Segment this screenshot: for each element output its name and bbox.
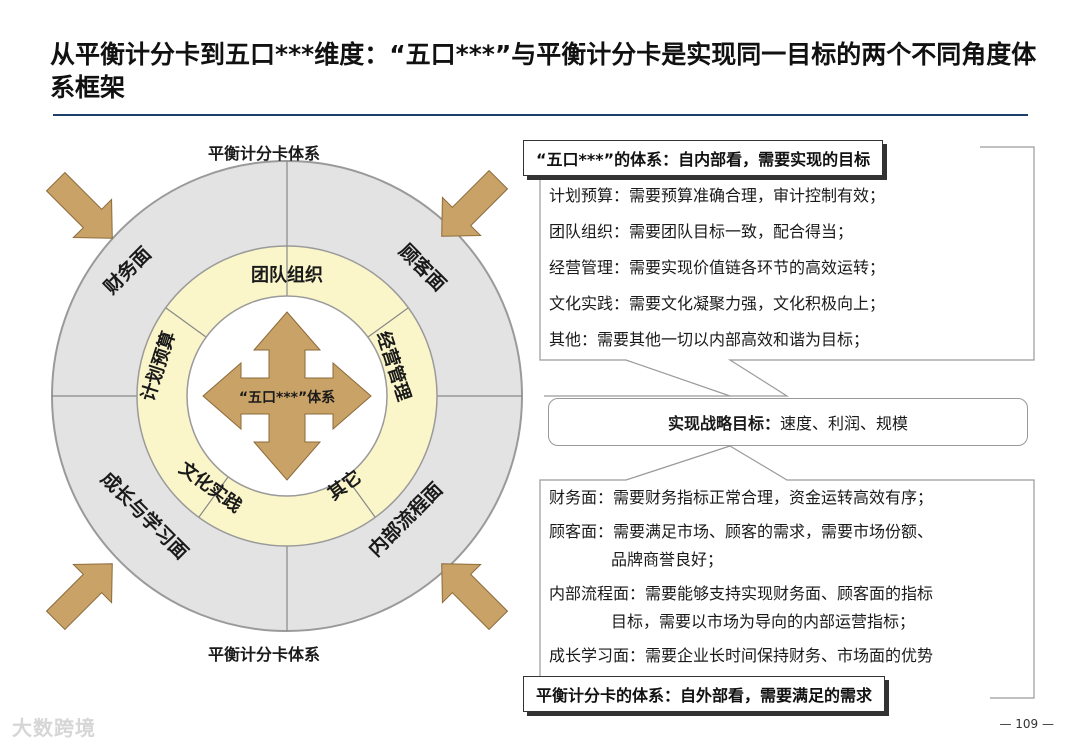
strategy-goal-box: 实现战略目标： 速度、利润、规模 — [548, 398, 1028, 446]
bottom-box-title: 平衡计分卡的体系：自外部看，需要满足的需求 — [523, 676, 886, 712]
top-box-title: “五口***”的体系：自内部看，需要实现的目标 — [523, 140, 884, 176]
inner-divider-2 — [367, 307, 409, 338]
arrow-bottom-left-icon — [45, 563, 113, 631]
bottom-system-label: 平衡计分卡体系 — [208, 645, 321, 664]
list-item: 成长学习面：需要企业长时间保持财务、市场面的优势 — [549, 646, 934, 665]
balanced-scorecard-diagram: 财务面 顾客面 内部流程面 成长与学习面 团队组织 经营管理 其它 文化实践 计… — [45, 160, 523, 632]
page-number: — 109 — — [999, 717, 1054, 731]
title-divider — [53, 114, 1028, 116]
watermark: 大数跨境 — [12, 716, 96, 740]
list-item: 计划预算：需要预算准确合理，审计控制有效； — [549, 186, 886, 205]
list-item: 财务面：需要财务指标正常合理，资金运转高效有序； — [549, 488, 934, 507]
list-item: 顾客面：需要满足市场、顾客的需求，需要市场份额、 — [549, 522, 934, 541]
strategy-value: 速度、利润、规模 — [780, 414, 909, 433]
bottom-box-frame — [539, 445, 731, 710]
center-label: “五口***”体系 — [239, 389, 335, 406]
list-item-continuation: 目标，需要以市场为导向的内部运营指标； — [611, 612, 916, 631]
list-item: 内部流程面：需要能够支持实现财务面、顾客面的指标 — [549, 584, 934, 603]
top-box-list: 计划预算：需要预算准确合理，审计控制有效； 团队组织：需要团队目标一致，配合得当… — [549, 182, 885, 354]
top-box-frame-left — [539, 160, 731, 397]
bottom-box-list: 财务面：需要财务指标正常合理，资金运转高效有序； 顾客面：需要满足市场、顾客的需… — [549, 484, 933, 670]
top-box-frame — [544, 146, 1035, 397]
inner-dividers — [165, 246, 409, 518]
arrow-bottom-right-icon — [441, 563, 509, 631]
list-item-continuation: 品牌商誉良好； — [611, 550, 724, 569]
inner-divider-3 — [345, 476, 376, 518]
inner-label-team: 团队组织 — [251, 264, 323, 286]
top-system-label: 平衡计分卡体系 — [208, 144, 321, 163]
strategy-label: 实现战略目标： — [667, 414, 780, 433]
inner-divider-1 — [165, 307, 207, 338]
arrow-top-left-icon — [45, 171, 113, 239]
list-item: 文化实践：需要文化凝聚力强，文化积极向上； — [549, 294, 886, 313]
list-item: 团队组织：需要团队目标一致，配合得当； — [549, 222, 854, 241]
list-item: 经营管理：需要实现价值链各环节的高效运转； — [549, 258, 886, 277]
list-item: 其他：需要其他一切以内部高效和谐为目标； — [549, 330, 870, 349]
four-way-arrow-icon — [202, 311, 372, 481]
inner-divider-4 — [198, 476, 229, 518]
arrow-top-right-icon — [441, 169, 509, 237]
bottom-box-frame-right — [729, 445, 1035, 699]
page-title: 从平衡计分卡到五口***维度：“五口***”与平衡计分卡是实现同一目标的两个不同… — [50, 40, 1037, 102]
